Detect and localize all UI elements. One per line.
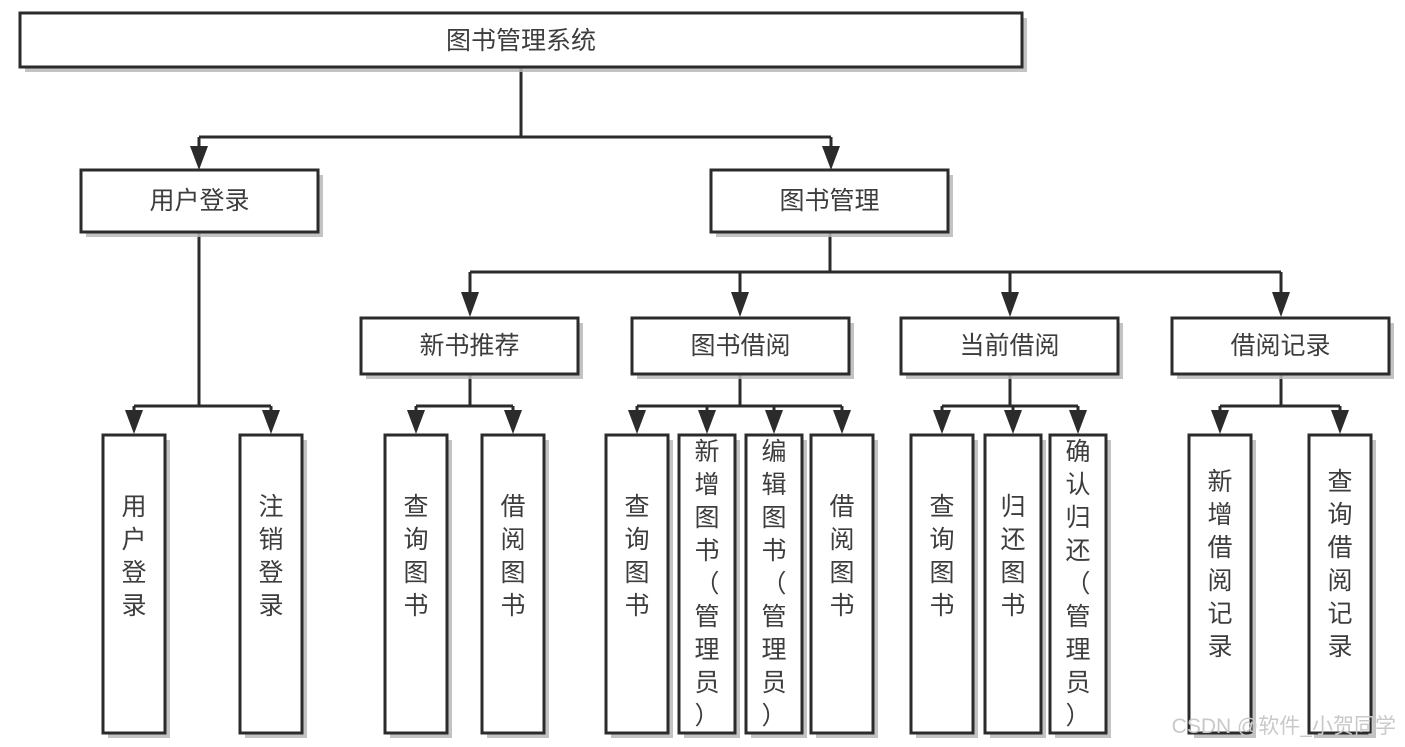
- node-new-book-rec-label: 新书推荐: [419, 332, 519, 360]
- arrowhead-to-leaf-query-book-2: [628, 410, 646, 434]
- leaf-return-book-label: 归还图书: [1000, 493, 1025, 620]
- connector-userlogin-bus: [132, 232, 273, 418]
- arrowhead-to-leaf-logout: [262, 410, 280, 434]
- leaf-logout-box[interactable]: [238, 433, 304, 735]
- arrowhead-to-leaf-query-book-3: [933, 410, 951, 434]
- node-book-manage-box[interactable]: [709, 168, 950, 234]
- leaf-query-record[interactable]: 查询借阅记录: [1307, 433, 1376, 738]
- leaf-query-book-3[interactable]: 查询图书: [909, 433, 978, 738]
- node-book-manage[interactable]: 图书管理: [709, 168, 953, 237]
- arrowhead-to-current-borrow: [1001, 292, 1019, 317]
- leaf-return-book-box[interactable]: [983, 433, 1043, 735]
- node-current-borrow-label: 当前借阅: [959, 332, 1059, 360]
- leaf-add-record-label: 新增借阅记录: [1207, 468, 1232, 661]
- leaf-edit-book-label: 编辑图书（管理员）: [761, 438, 786, 730]
- node-new-book-rec[interactable]: 新书推荐: [359, 316, 583, 379]
- node-book-borrow-box[interactable]: [630, 316, 851, 376]
- leaf-add-book[interactable]: 新增图书（管理员）: [677, 433, 740, 738]
- leaf-confirm-return-box[interactable]: [1048, 433, 1108, 735]
- leaf-add-book-label: 新增图书（管理员）: [694, 438, 719, 730]
- node-book-borrow[interactable]: 图书借阅: [630, 316, 854, 379]
- node-borrow-record-box[interactable]: [1170, 316, 1391, 376]
- leaf-logout[interactable]: 注销登录: [238, 433, 307, 738]
- arrowhead-to-leaf-confirm-return: [1069, 410, 1087, 434]
- leaf-borrow-book-1-box[interactable]: [480, 433, 546, 735]
- leaf-add-record-box[interactable]: [1187, 433, 1253, 735]
- leaf-node-group: 用户登录 注销登录 查询图书 借阅图书 查询图书: [101, 433, 1376, 738]
- arrowhead-to-leaf-query-book-1: [407, 410, 425, 434]
- leaf-confirm-return[interactable]: 确认归还（管理员）: [1048, 433, 1111, 738]
- leaf-user-login-box[interactable]: [101, 433, 167, 735]
- leaf-edit-book[interactable]: 编辑图书（管理员）: [744, 433, 807, 738]
- arrowhead-to-new-book-rec: [461, 292, 479, 317]
- leaf-user-login[interactable]: 用户登录: [101, 433, 170, 738]
- arrowhead-to-book-borrow: [731, 292, 749, 317]
- arrowhead-to-leaf-borrow-book-2: [833, 410, 851, 434]
- leaf-return-book[interactable]: 归还图书: [983, 433, 1046, 738]
- arrowhead-to-borrow-record: [1272, 292, 1290, 317]
- node-current-borrow-box[interactable]: [899, 316, 1120, 376]
- arrowhead-to-leaf-return-book: [1004, 410, 1022, 434]
- node-user-login-label: 用户登录: [149, 187, 249, 215]
- leaf-query-book-3-box[interactable]: [909, 433, 975, 735]
- arrowhead-to-book-manage: [822, 146, 840, 170]
- connector-layer: [125, 67, 1349, 434]
- arrowhead-to-leaf-borrow-book-1: [504, 410, 522, 434]
- node-new-book-rec-box[interactable]: [359, 316, 580, 376]
- arrowhead-to-user-login: [190, 146, 208, 170]
- arrowhead-to-leaf-add-book: [698, 410, 716, 434]
- node-root[interactable]: 图书管理系统: [18, 11, 1027, 72]
- leaf-borrow-book-2-label: 借阅图书: [829, 493, 854, 620]
- node-root-box[interactable]: [18, 11, 1024, 69]
- node-book-borrow-label: 图书借阅: [690, 332, 790, 360]
- connector-root-bus: [197, 67, 833, 158]
- connector-newbook-bus: [414, 374, 515, 418]
- arrowhead-to-leaf-user-login: [125, 410, 143, 434]
- csdn-watermark: CSDN @软件_小贺同学: [1172, 715, 1396, 738]
- leaf-edit-book-box[interactable]: [744, 433, 804, 735]
- node-user-login-box[interactable]: [79, 168, 320, 234]
- connector-borrowrecord-bus: [1218, 374, 1342, 418]
- leaf-add-record[interactable]: 新增借阅记录: [1187, 433, 1256, 738]
- node-user-login[interactable]: 用户登录: [79, 168, 323, 237]
- leaf-query-book-1-label: 查询图书: [403, 493, 428, 620]
- leaf-borrow-book-1-label: 借阅图书: [500, 493, 525, 620]
- leaf-query-record-box[interactable]: [1307, 433, 1373, 735]
- arrowhead-to-leaf-add-record: [1211, 410, 1229, 434]
- leaf-query-book-2[interactable]: 查询图书: [604, 433, 673, 738]
- leaf-confirm-return-label: 确认归还（管理员）: [1065, 438, 1090, 730]
- leaf-borrow-book-1[interactable]: 借阅图书: [480, 433, 549, 738]
- leaf-query-book-1[interactable]: 查询图书: [383, 433, 452, 738]
- leaf-add-book-box[interactable]: [677, 433, 737, 735]
- connector-bookmanage-bus: [468, 232, 1283, 296]
- leaf-query-book-2-label: 查询图书: [624, 493, 649, 620]
- connector-bookborrow-bus: [635, 374, 844, 418]
- arrowhead-to-leaf-query-record: [1331, 410, 1349, 434]
- leaf-user-login-label: 用户登录: [121, 493, 146, 620]
- leaf-borrow-book-2[interactable]: 借阅图书: [809, 433, 878, 738]
- leaf-borrow-book-2-box[interactable]: [809, 433, 875, 735]
- node-root-label: 图书管理系统: [446, 27, 596, 55]
- leaf-query-book-2-box[interactable]: [604, 433, 670, 735]
- arrowhead-to-leaf-edit-book: [765, 410, 783, 434]
- node-borrow-record[interactable]: 借阅记录: [1170, 316, 1394, 379]
- node-borrow-record-label: 借阅记录: [1230, 332, 1330, 360]
- node-book-manage-label: 图书管理: [779, 187, 879, 215]
- node-current-borrow[interactable]: 当前借阅: [899, 316, 1123, 379]
- leaf-query-record-label: 查询借阅记录: [1327, 468, 1352, 661]
- leaf-query-book-1-box[interactable]: [383, 433, 449, 735]
- leaf-logout-label: 注销登录: [258, 493, 283, 620]
- leaf-query-book-3-label: 查询图书: [929, 493, 954, 620]
